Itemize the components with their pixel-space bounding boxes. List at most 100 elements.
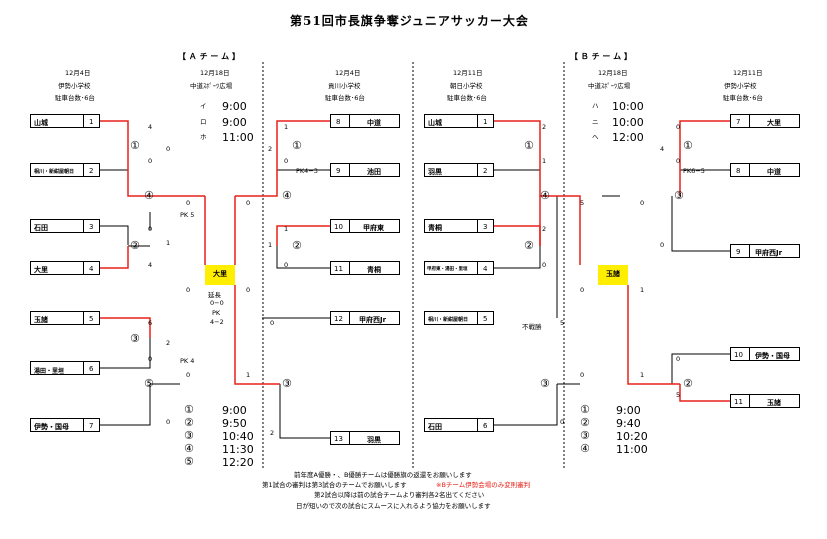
a-center-date: 12月18日 bbox=[200, 69, 230, 77]
b-right-venue: 伊勢小学校 bbox=[724, 82, 757, 90]
team-name: 中道 bbox=[367, 119, 381, 127]
team-name: 山城 bbox=[428, 119, 442, 127]
sched-time: 11:30 bbox=[222, 443, 254, 456]
team-name: 湯田・里垣 bbox=[34, 368, 65, 375]
score: 1 bbox=[284, 225, 289, 233]
footer-note-2-red: ※Bチーム伊勢会場のみ変則審判 bbox=[436, 481, 531, 489]
round-marker: ⑤ bbox=[144, 377, 154, 390]
team-number: 9 bbox=[336, 167, 341, 175]
sched-key: ② bbox=[580, 416, 590, 429]
team-name: 石田 bbox=[428, 423, 442, 431]
round-marker: ④ bbox=[282, 189, 292, 202]
sched-key: ② bbox=[184, 416, 194, 429]
footer-note-1: 前年度A優勝・、B優勝チームは優勝旗の返還をお願いします bbox=[294, 471, 472, 479]
team-name: 青桐 bbox=[428, 224, 442, 232]
team-name: 青桐 bbox=[367, 266, 381, 274]
team-name: 池田 bbox=[367, 168, 381, 176]
pk-note: PK 5 bbox=[180, 211, 195, 219]
team-b-left-5: 相川・新紺屋朝日 5 bbox=[424, 311, 494, 325]
team-a-right-9: 9 池田 bbox=[330, 163, 400, 177]
team-name: 羽黒 bbox=[367, 436, 381, 444]
a-sched-top-time-1: 9:00 bbox=[222, 100, 247, 113]
forfeit-note: 不戦勝 bbox=[522, 323, 542, 331]
a-sched-top-time-2: 9:00 bbox=[222, 116, 247, 129]
score: 4 bbox=[660, 145, 665, 153]
team-number: 7 bbox=[89, 422, 94, 430]
team-b-right-9: 9 甲府西Jr bbox=[730, 244, 800, 258]
a-sched-top-key-1: イ bbox=[200, 102, 207, 110]
team-b-right-11: 11 玉諸 bbox=[730, 394, 800, 408]
sched-time: 9:00 bbox=[222, 404, 247, 417]
team-name: 中道 bbox=[767, 168, 781, 176]
sched-time: 10:40 bbox=[222, 430, 254, 443]
team-number: 7 bbox=[736, 118, 741, 126]
score: 0 bbox=[676, 157, 681, 165]
sched-key: ④ bbox=[184, 442, 194, 455]
sched-time: 12:20 bbox=[222, 456, 254, 469]
round-marker: ① bbox=[524, 139, 534, 152]
team-number: 11 bbox=[334, 265, 343, 273]
score: 0 bbox=[560, 418, 565, 426]
team-b-right-7: 7 大里 bbox=[730, 114, 800, 128]
team-b-left-1: 山城 1 bbox=[424, 114, 494, 128]
team-number: 2 bbox=[89, 167, 94, 175]
section-a-header: 【 Ａ チ ー ム 】 bbox=[178, 52, 240, 61]
score: 2 bbox=[542, 123, 547, 131]
a-sched-top-key-3: ホ bbox=[200, 133, 207, 141]
team-number: 4 bbox=[89, 265, 94, 273]
team-number: 11 bbox=[734, 398, 743, 406]
team-name: 相川・新紺屋朝日 bbox=[428, 317, 469, 323]
a-sched-top-key-2: ロ bbox=[200, 118, 207, 126]
team-b-left-6: 石田 6 bbox=[424, 418, 494, 432]
team-a-left-5: 玉諸 5 bbox=[30, 311, 100, 325]
final-note: PK bbox=[212, 309, 221, 317]
score: 0 bbox=[186, 286, 191, 294]
round-marker: ① bbox=[130, 139, 140, 152]
a-left-parking: 駐車台数･6台 bbox=[55, 94, 95, 102]
round-marker: ② bbox=[524, 239, 534, 252]
footer-note-4: 日が短いので次の試合にスムースに入れるよう協力をお願いします bbox=[296, 502, 491, 510]
score: 2 bbox=[270, 429, 275, 437]
a-left-date: 12月4日 bbox=[65, 69, 91, 77]
score: 0 bbox=[166, 145, 171, 153]
score: 1 bbox=[542, 157, 547, 165]
score: 1 bbox=[166, 239, 171, 247]
round-marker: ① bbox=[683, 139, 693, 152]
score: 1 bbox=[640, 286, 645, 294]
team-a-right-8: 8 中道 bbox=[330, 114, 400, 128]
score: 0 bbox=[186, 371, 191, 379]
round-marker: ① bbox=[292, 139, 302, 152]
sched-key: ① bbox=[580, 403, 590, 416]
b-sched-top-key-1: ハ bbox=[592, 102, 599, 110]
team-name: 玉諸 bbox=[34, 316, 48, 324]
score: 0 bbox=[580, 371, 585, 379]
team-number: 3 bbox=[483, 223, 488, 231]
score: 5 bbox=[580, 199, 585, 207]
score: 0 bbox=[660, 241, 665, 249]
team-a-left-2: 相川・新紺屋朝日 2 bbox=[30, 163, 100, 177]
team-name: 玉諸 bbox=[767, 399, 781, 407]
final-note: 4−2 bbox=[210, 318, 224, 326]
team-name: 伊勢・国母 bbox=[755, 352, 790, 360]
score: 2 bbox=[166, 339, 171, 347]
score: 0 bbox=[246, 199, 251, 207]
round-marker: ④ bbox=[144, 189, 154, 202]
score: 6 bbox=[148, 319, 153, 327]
score: 0 bbox=[676, 355, 681, 363]
winner-b: 玉諸 bbox=[598, 265, 628, 285]
team-b-left-3: 青桐 3 bbox=[424, 219, 494, 233]
b-sched-top-time-3: 12:00 bbox=[612, 131, 644, 144]
score: 5 bbox=[560, 319, 565, 327]
score: 1 bbox=[640, 371, 645, 379]
pk-note: PK4−3 bbox=[296, 167, 318, 175]
team-b-right-10: 10 伊勢・国母 bbox=[730, 347, 800, 361]
team-number: 1 bbox=[483, 118, 488, 126]
a-sched-top-time-3: 11:00 bbox=[222, 131, 254, 144]
footer-note-3: 第2試合以降は前の試合チームより審判各2名出てください bbox=[314, 491, 485, 499]
sched-time: 11:00 bbox=[616, 443, 648, 456]
section-b-header: 【 Ｂ チ ー ム 】 bbox=[570, 52, 632, 61]
a-left-venue: 伊勢小学校 bbox=[58, 82, 91, 90]
b-sched-top-key-3: ヘ bbox=[592, 133, 599, 141]
team-a-right-11: 11 青桐 bbox=[330, 261, 400, 275]
team-name: 大里 bbox=[767, 119, 781, 127]
